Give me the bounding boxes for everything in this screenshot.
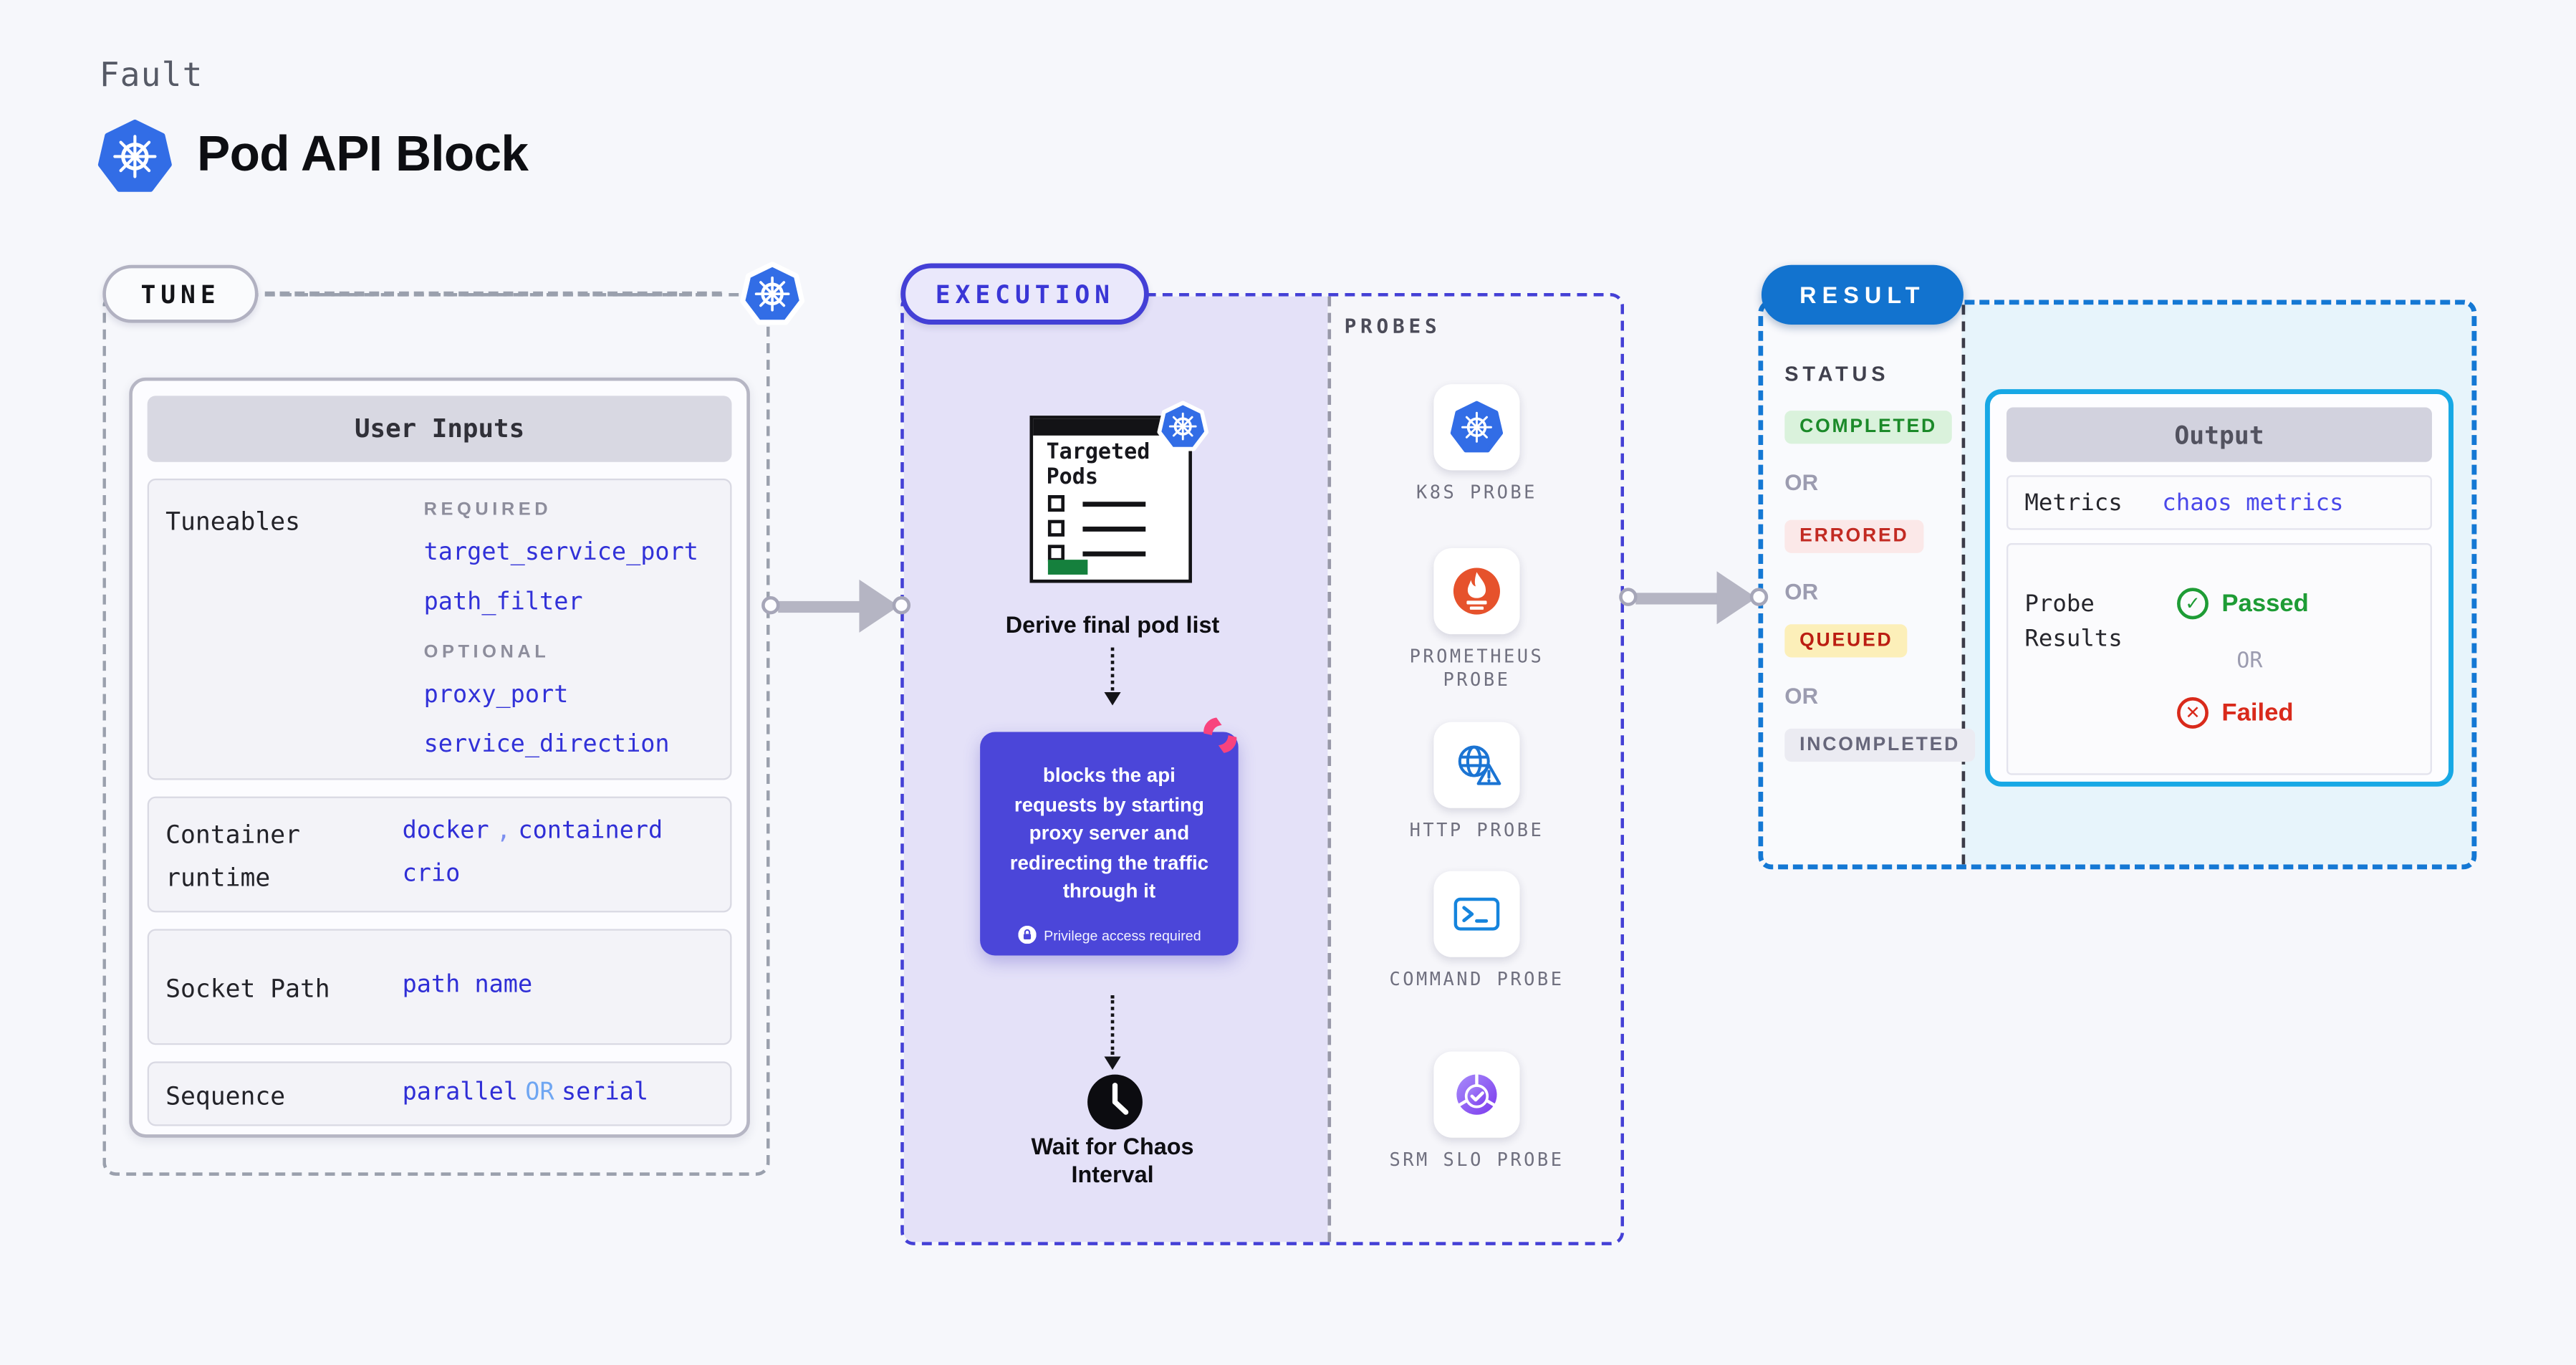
tune-connector-line bbox=[264, 291, 722, 297]
container-runtime-label: Container runtime bbox=[165, 819, 300, 893]
lock-icon bbox=[1017, 926, 1035, 944]
tuneable-link[interactable]: target_service_port bbox=[423, 540, 698, 567]
probes-heading: PROBES bbox=[1344, 315, 1441, 338]
kubernetes-icon bbox=[1157, 401, 1208, 452]
sequence-value: serial bbox=[561, 1079, 649, 1106]
user-inputs-header: User Inputs bbox=[147, 396, 732, 462]
status-badge-errored: ERRORED bbox=[1784, 519, 1924, 553]
kubernetes-icon bbox=[740, 262, 804, 326]
kubernetes-icon bbox=[1433, 384, 1520, 471]
pod-checklist-row bbox=[1047, 519, 1174, 538]
sequence-box: Sequence parallel OR serial bbox=[147, 1061, 732, 1126]
fault-action-box: blocks the api requests by starting prox… bbox=[980, 732, 1239, 956]
result-divider bbox=[1961, 305, 1966, 865]
result-badge: RESULT bbox=[1761, 264, 1964, 325]
status-badge-incompleted: INCOMPLETED bbox=[1784, 728, 1975, 762]
probe-item-prometheus: PROMETHEUS PROBE bbox=[1385, 547, 1567, 692]
socket-path-box: Socket Path path name bbox=[147, 929, 732, 1045]
targeted-pods-card: Targeted Pods bbox=[1029, 416, 1192, 583]
tune-badge: TUNE bbox=[102, 264, 259, 323]
tuneable-link[interactable]: service_direction bbox=[423, 732, 670, 759]
verdict-or: OR bbox=[2236, 648, 2263, 674]
probe-label: PROMETHEUS PROBE bbox=[1409, 646, 1544, 691]
required-heading: REQUIRED bbox=[423, 499, 552, 520]
fault-eyebrow: Fault bbox=[99, 54, 203, 95]
fault-action-text: blocks the api requests by starting prox… bbox=[1009, 763, 1209, 903]
passed-label: Passed bbox=[2221, 589, 2309, 618]
probe-item-http: HTTP PROBE bbox=[1385, 722, 1567, 843]
status-heading: STATUS bbox=[1784, 363, 1890, 386]
pod-checklist-row bbox=[1047, 545, 1174, 562]
user-inputs-card: User Inputs Tuneables REQUIRED target_se… bbox=[129, 377, 750, 1138]
output-header: Output bbox=[2006, 407, 2432, 462]
tuneables-label: Tuneables bbox=[165, 507, 300, 537]
http-globe-warning-icon bbox=[1433, 722, 1520, 808]
status-region bbox=[1763, 305, 1962, 865]
dotted-arrowhead bbox=[1104, 1056, 1121, 1070]
execution-badge: EXECUTION bbox=[900, 263, 1150, 325]
sequence-value: parallel bbox=[402, 1079, 518, 1106]
page-title: Pod API Block bbox=[197, 127, 529, 183]
metrics-value: chaos metrics bbox=[2162, 489, 2344, 516]
runtime-separator: , bbox=[496, 818, 511, 845]
prometheus-icon bbox=[1433, 547, 1520, 635]
probe-label: K8S PROBE bbox=[1416, 482, 1537, 504]
status-or: OR bbox=[1784, 470, 1819, 496]
dotted-arrow bbox=[1110, 647, 1115, 691]
status-or: OR bbox=[1784, 579, 1819, 605]
probes-divider bbox=[1327, 296, 1332, 1242]
status-or: OR bbox=[1784, 684, 1819, 709]
metrics-row: Metrics chaos metrics bbox=[2006, 475, 2432, 530]
sequence-label: Sequence bbox=[165, 1081, 286, 1111]
failed-cross-icon: ✕ bbox=[2177, 696, 2209, 729]
pods-card-titlebar bbox=[1033, 418, 1189, 436]
dotted-arrow bbox=[1110, 995, 1115, 1055]
pod-checklist-row bbox=[1047, 495, 1174, 513]
terminal-icon bbox=[1433, 871, 1520, 957]
probe-label: HTTP PROBE bbox=[1409, 819, 1544, 842]
pods-card-title: Targeted Pods bbox=[1046, 440, 1150, 491]
probe-item-k8s: K8S PROBE bbox=[1385, 384, 1567, 505]
tuneable-link[interactable]: path_filter bbox=[423, 589, 583, 616]
dotted-arrowhead bbox=[1104, 692, 1121, 706]
tuneables-box: Tuneables REQUIRED target_service_port p… bbox=[147, 478, 732, 780]
runtime-value: containerd bbox=[518, 818, 663, 845]
sequence-or: OR bbox=[525, 1079, 554, 1106]
privilege-note: Privilege access required bbox=[1044, 926, 1201, 944]
metrics-label: Metrics bbox=[2024, 489, 2123, 516]
status-badge-completed: COMPLETED bbox=[1784, 411, 1952, 444]
tuneable-link[interactable]: proxy_port bbox=[423, 682, 569, 709]
socket-path-value: path name bbox=[402, 972, 533, 999]
chaos-icon bbox=[1195, 712, 1246, 760]
probe-label: COMMAND PROBE bbox=[1389, 968, 1565, 991]
derive-pod-list-label: Derive final pod list bbox=[1005, 610, 1220, 638]
wait-chaos-interval-label: Wait for Chaos Interval bbox=[1031, 1132, 1194, 1188]
slo-gauge-check-icon bbox=[1433, 1051, 1520, 1138]
runtime-value: docker bbox=[402, 818, 489, 845]
probe-item-command: COMMAND PROBE bbox=[1385, 871, 1567, 992]
passed-check-icon: ✓ bbox=[2177, 588, 2209, 620]
probe-item-srm-slo: SRM SLO PROBE bbox=[1385, 1051, 1567, 1173]
socket-path-label: Socket Path bbox=[165, 973, 330, 1004]
clock-icon bbox=[1086, 1073, 1144, 1131]
pods-progress-bar bbox=[1047, 560, 1088, 575]
probe-label: SRM SLO PROBE bbox=[1389, 1149, 1565, 1171]
probe-results-label: Probe Results bbox=[2024, 591, 2123, 653]
container-runtime-box: Container runtime docker , containerd cr… bbox=[147, 796, 732, 913]
kubernetes-icon bbox=[97, 119, 172, 193]
optional-heading: OPTIONAL bbox=[423, 642, 550, 663]
runtime-value: crio bbox=[402, 861, 461, 888]
failed-label: Failed bbox=[2221, 699, 2294, 727]
probe-results-row: Probe Results ✓ Passed OR ✕ Failed bbox=[2006, 543, 2432, 775]
status-badge-queued: QUEUED bbox=[1784, 624, 1908, 658]
output-card: Output Metrics chaos metrics Probe Resul… bbox=[1984, 389, 2454, 787]
